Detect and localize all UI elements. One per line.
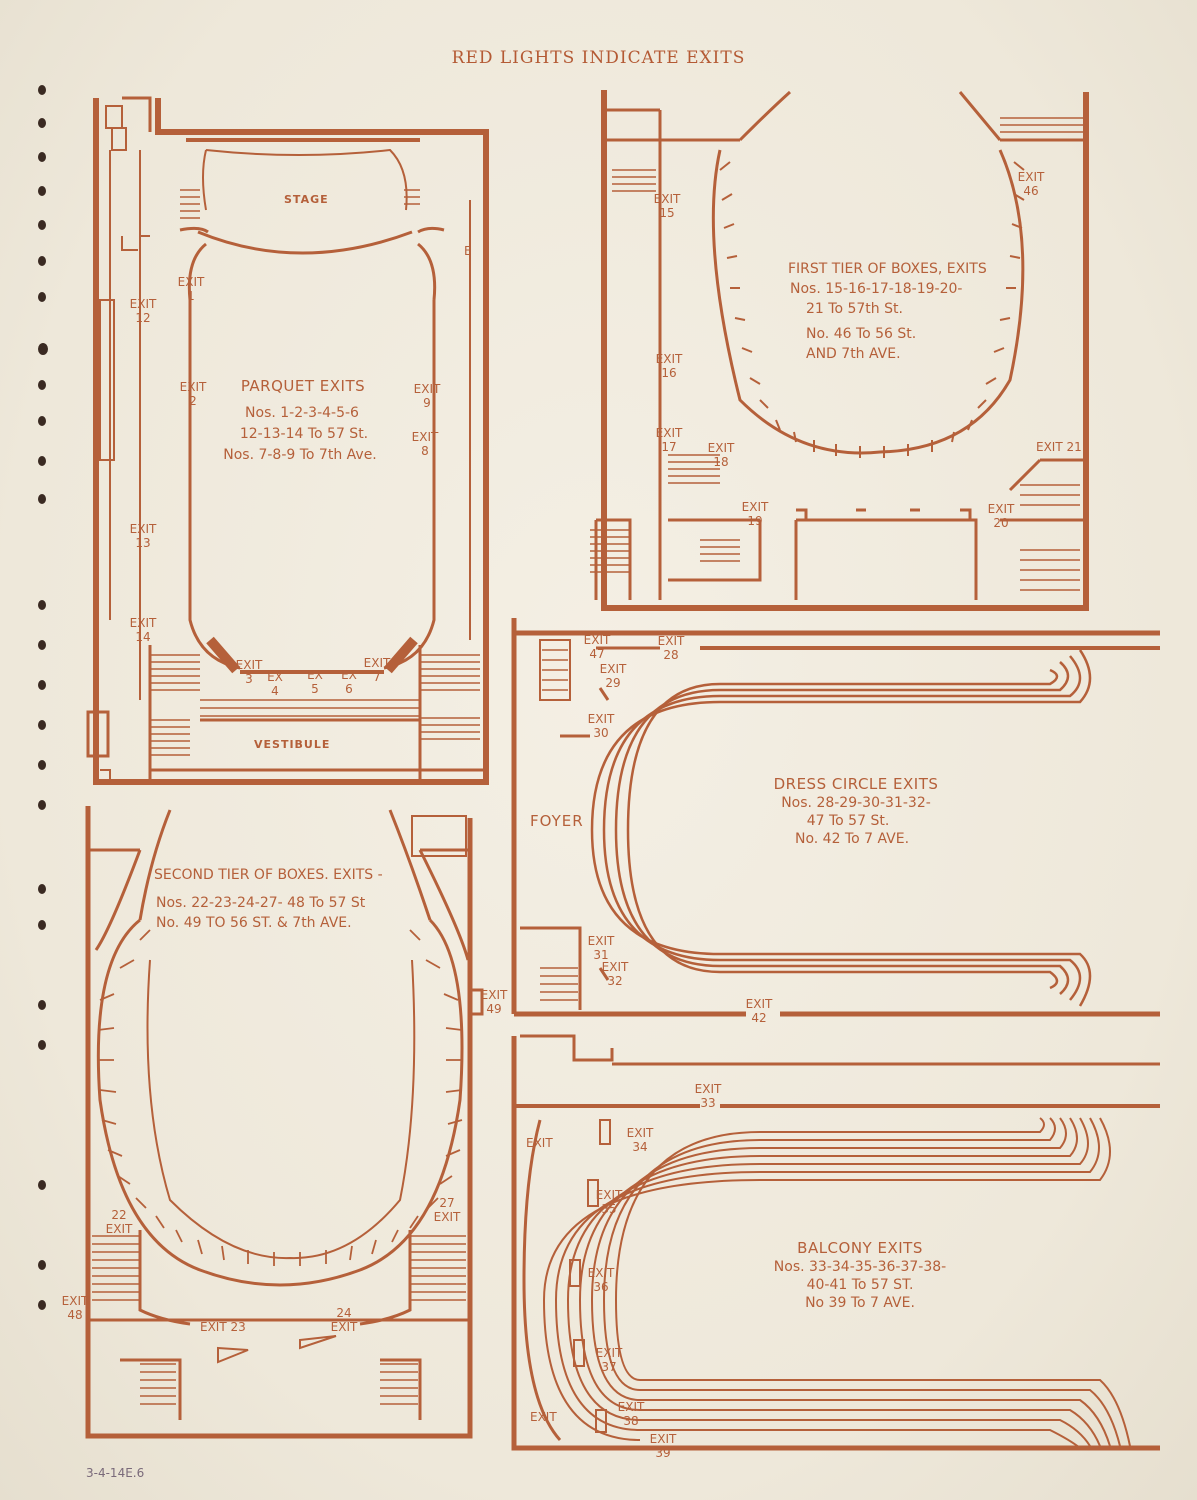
- exit-29-label: EXIT 29: [599, 662, 627, 690]
- exit-32-label: EXIT 32: [601, 960, 629, 988]
- first-tier-line-3: No. 46 To 56 St.: [806, 326, 917, 342]
- balcony-line-2: 40-41 To 57 ST.: [806, 1277, 914, 1293]
- second-tier-plan: [85, 806, 484, 1439]
- exit-1-label: EXIT 1: [177, 275, 205, 303]
- balcony-line-3: No 39 To 7 AVE.: [805, 1295, 915, 1311]
- exit-14-label: EXIT 14: [129, 616, 157, 644]
- exit-19-label: EXIT 19: [741, 500, 769, 528]
- exit-17-label: EXIT 17: [655, 426, 683, 454]
- parquet-heading: PARQUET EXITS: [240, 377, 366, 395]
- exit-33-label: EXIT 33: [694, 1082, 722, 1110]
- exit-41-label: EXIT: [530, 1410, 557, 1424]
- vestibule-label: VESTIBULE: [254, 738, 331, 751]
- exit-40-label: EXIT: [526, 1136, 553, 1150]
- parquet-line-3: Nos. 7-8-9 To 7th Ave.: [223, 447, 377, 463]
- dress-circle-heading: DRESS CIRCLE EXITS: [773, 775, 939, 793]
- parquet-plan: [86, 96, 489, 785]
- exit-6-label: EX 6: [341, 668, 357, 696]
- exit-18-label: EXIT 18: [707, 441, 735, 469]
- first-tier-line-4: AND 7th AVE.: [806, 346, 901, 362]
- exit-13-label: EXIT 13: [129, 522, 157, 550]
- balcony-line-1: Nos. 33-34-35-36-37-38-: [773, 1259, 947, 1275]
- exit-49-label: EXIT 49: [480, 988, 508, 1016]
- exit-35-label: EXIT 35: [595, 1188, 623, 1216]
- exit-36-label: EXIT 36: [587, 1266, 615, 1294]
- exit-21-label: EXIT 21: [1036, 440, 1082, 454]
- dress-circle-line-2: 47 To 57 St.: [806, 813, 890, 829]
- balcony-heading: BALCONY EXITS: [797, 1239, 923, 1257]
- dress-circle-line-3: No. 42 To 7 AVE.: [794, 831, 910, 847]
- exit-20-label: EXIT 20: [987, 502, 1015, 530]
- exit-48-label: EXIT 48: [61, 1294, 89, 1322]
- second-tier-line-1: Nos. 22-23-24-27- 48 To 57 St: [156, 895, 366, 911]
- first-tier-line-1: Nos. 15-16-17-18-19-20-: [790, 281, 963, 297]
- exit-2-label: EXIT 2: [179, 380, 207, 408]
- second-tier-heading: SECOND TIER OF BOXES. EXITS -: [154, 867, 383, 883]
- exit-39-label: EXIT 39: [649, 1432, 677, 1460]
- exit-7-label: EXIT 7: [363, 656, 391, 684]
- foyer-label: FOYER: [530, 812, 584, 830]
- exit-12-label: EXIT 12: [129, 297, 157, 325]
- exit-31-label: EXIT 31: [587, 934, 615, 962]
- parquet-line-1: Nos. 1-2-3-4-5-6: [245, 405, 359, 421]
- exit-46-label: EXIT 46: [1017, 170, 1045, 198]
- first-tier-heading: FIRST TIER OF BOXES, EXITS: [788, 261, 987, 277]
- exit-30-label: EXIT 30: [587, 712, 615, 740]
- exit-28-label: EXIT 28: [657, 634, 685, 662]
- exit-small-label: E: [464, 244, 472, 258]
- exit-22-label: 22 EXIT: [105, 1208, 133, 1236]
- exit-47-label: EXIT 47: [583, 633, 611, 661]
- exit-34-label: EXIT 34: [626, 1126, 654, 1154]
- exit-24-label: 24 EXIT: [330, 1306, 358, 1334]
- parquet-line-2: 12-13-14 To 57 St.: [239, 426, 369, 442]
- exit-38-label: EXIT 38: [617, 1400, 645, 1428]
- exit-8-label: EXIT 8: [411, 430, 439, 458]
- exit-37-label: EXIT 37: [595, 1346, 623, 1374]
- exit-15-label: EXIT 15: [653, 192, 681, 220]
- exit-5-label: EX 5: [307, 668, 323, 696]
- page-header: RED LIGHTS INDICATE EXITS: [451, 48, 746, 68]
- dress-circle-line-1: Nos. 28-29-30-31-32-: [781, 795, 931, 811]
- exit-9-label: EXIT 9: [413, 382, 441, 410]
- balcony-plan: [511, 1034, 1160, 1451]
- exit-27-label: 27 EXIT: [433, 1196, 461, 1224]
- dress-circle-plan: [511, 618, 1160, 1017]
- stage-label: STAGE: [284, 193, 329, 206]
- exit-4-label: EX 4: [267, 670, 283, 698]
- exit-3-label: EXIT 3: [235, 658, 263, 686]
- handwritten-annotation: 3-4-14E.6: [86, 1466, 145, 1480]
- second-tier-line-2: No. 49 TO 56 ST. & 7th AVE.: [156, 915, 352, 931]
- first-tier-plan: [590, 90, 1089, 611]
- exit-42-label: EXIT 42: [745, 997, 773, 1025]
- exit-16-label: EXIT 16: [655, 352, 683, 380]
- first-tier-line-2: 21 To 57th St.: [806, 301, 903, 317]
- exit-23-label: EXIT 23: [200, 1320, 246, 1334]
